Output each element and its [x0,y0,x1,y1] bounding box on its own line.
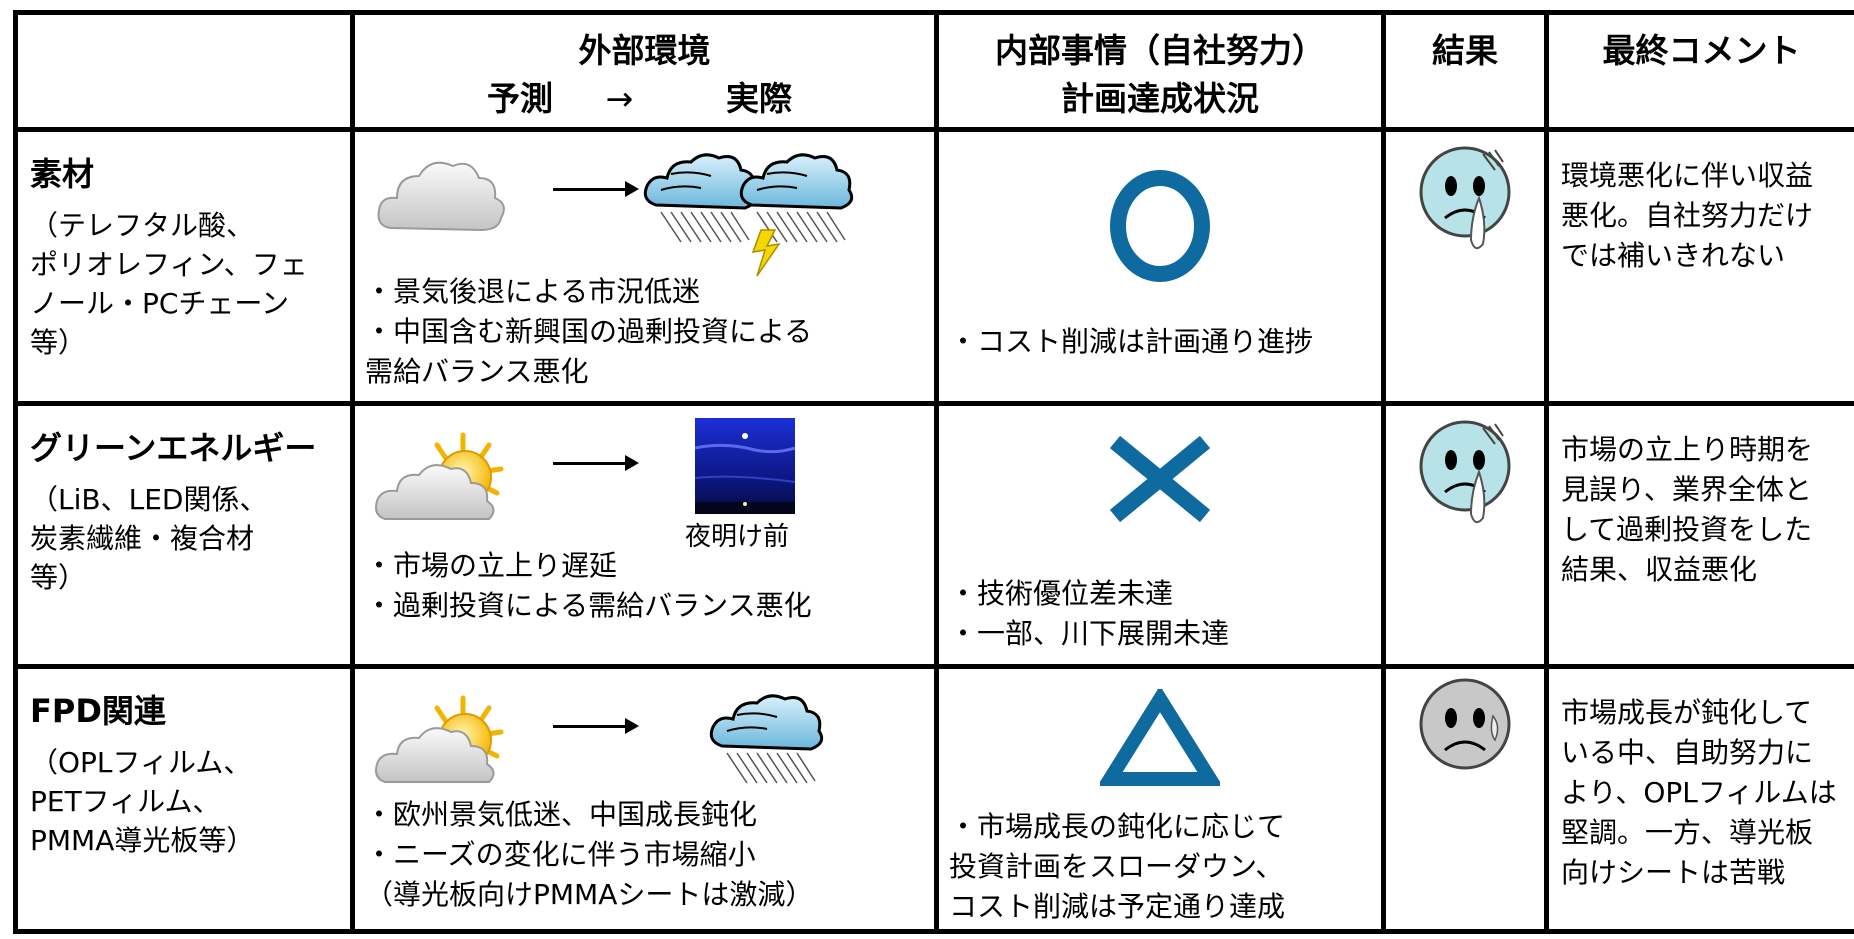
category-title: グリーンエネルギー [30,429,317,467]
header-blank [13,10,355,132]
report-table: 外部環境 予測 → 実際 内部事情（自社努力） 計画達成状況 結果 最終コメント… [13,10,1854,934]
category-cell: グリーンエネルギー （LiB、LED関係、 炭素繊維・複合材 等） [13,401,355,669]
comment-cell: 市場の立上り時期を 見誤り、業界全体と して過剰投資をした 結果、収益悪化 [1544,401,1854,669]
comment-text: 環境悪化に伴い収益 悪化。自社努力だけ では補いきれない [1561,159,1814,272]
arrow-icon [553,718,639,734]
header-row: 外部環境 予測 → 実際 内部事情（自社努力） 計画達成状況 結果 最終コメント [13,10,1854,132]
header-forecast: 予測 [487,79,553,118]
arrow-icon [553,455,639,471]
internal-notes: ・コスト削減は計画通り進捗 [949,325,1314,358]
pre-dawn-label: 夜明け前 [685,522,790,552]
external-cell: ・景気後退による市況低迷 ・中国含む新興国の過剰投資による 需給バランス悪化 [350,127,939,406]
category-cell: FPD関連 （OPLフィルム、 PETフィルム、 PMMA導光板等） [13,664,355,934]
external-notes: ・景気後退による市況低迷 ・中国含む新興国の過剰投資による 需給バランス悪化 [365,275,813,388]
internal-cell: ・技術優位差未達 ・一部、川下展開未達 [934,401,1386,669]
external-notes: ・欧州景気低迷、中国成長鈍化 ・ニーズの変化に伴う市場縮小 （導光板向けPMMA… [365,798,814,911]
category-cell: 素材 （テレフタル酸、 ポリオレフィン、フェ ノール・PCチェーン 等） [13,127,355,406]
header-internal: 内部事情（自社努力） 計画達成状況 [934,10,1386,132]
comment-cell: 環境悪化に伴い収益 悪化。自社努力だけ では補いきれない [1544,127,1854,406]
category-title: 素材 [30,155,95,193]
header-arrow: → [605,79,634,118]
crying-face-icon [1419,420,1511,524]
partly-sunny-icon [371,685,511,795]
cross-mark-icon [1109,435,1211,523]
partly-sunny-icon [371,422,511,532]
result-cell [1381,664,1549,934]
external-notes: ・市場の立上り遅延 ・過剰投資による需給バランス悪化 [365,549,812,622]
header-internal-line2: 計画達成状況 [1061,79,1259,118]
internal-notes: ・市場成長の鈍化に応じて 投資計画をスローダウン、 コスト削減は予定通り達成 [949,810,1286,923]
header-external-title: 外部環境 [578,31,711,70]
rain-icon [709,694,824,785]
category-subtitle: （テレフタル酸、 ポリオレフィン、フェ ノール・PCチェーン 等） [30,209,308,359]
comment-text: 市場成長が鈍化して いる中、自助努力に より、OPLフィルムは 堅調。一方、導光… [1561,696,1837,889]
triangle-mark-icon [1100,689,1220,786]
comment-text: 市場の立上り時期を 見誤り、業界全体と して過剰投資をした 結果、収益悪化 [1561,433,1814,586]
internal-cell: ・コスト削減は計画通り進捗 [934,127,1386,406]
external-cell: 夜明け前 ・市場の立上り遅延 ・過剰投資による需給バランス悪化 [350,401,939,669]
header-internal-line1: 内部事情（自社努力） [995,31,1325,70]
internal-cell: ・市場成長の鈍化に応じて 投資計画をスローダウン、 コスト削減は予定通り達成 [934,664,1386,934]
header-actual: 実際 [726,79,792,118]
table-row: FPD関連 （OPLフィルム、 PETフィルム、 PMMA導光板等） ・欧州景気… [13,664,1854,934]
result-cell [1381,127,1549,406]
category-title: FPD関連 [30,692,166,730]
table-row: グリーンエネルギー （LiB、LED関係、 炭素繊維・複合材 等） 夜明け前 ・… [13,401,1854,669]
external-cell: ・欧州景気低迷、中国成長鈍化 ・ニーズの変化に伴う市場縮小 （導光板向けPMMA… [350,664,939,934]
internal-notes: ・技術優位差未達 ・一部、川下展開未達 [949,577,1230,650]
header-comment: 最終コメント [1544,10,1854,132]
arrow-icon [553,181,639,197]
circle-mark-icon [1110,170,1210,282]
category-subtitle: （OPLフィルム、 PETフィルム、 PMMA導光板等） [30,746,255,857]
result-cell [1381,401,1549,669]
header-external: 外部環境 予測 → 実際 [350,10,939,132]
comment-cell: 市場成長が鈍化して いる中、自助努力に より、OPLフィルムは 堅調。一方、導光… [1544,664,1854,934]
sad-face-icon [1419,678,1511,770]
night-sky-icon [695,418,795,514]
cloudy-icon [377,161,505,231]
header-result: 結果 [1381,10,1549,132]
category-subtitle: （LiB、LED関係、 炭素繊維・複合材 等） [30,483,268,594]
thunderstorm-icon [643,153,854,277]
table-row: 素材 （テレフタル酸、 ポリオレフィン、フェ ノール・PCチェーン 等） ・景気… [13,127,1854,406]
crying-face-icon [1419,146,1511,250]
